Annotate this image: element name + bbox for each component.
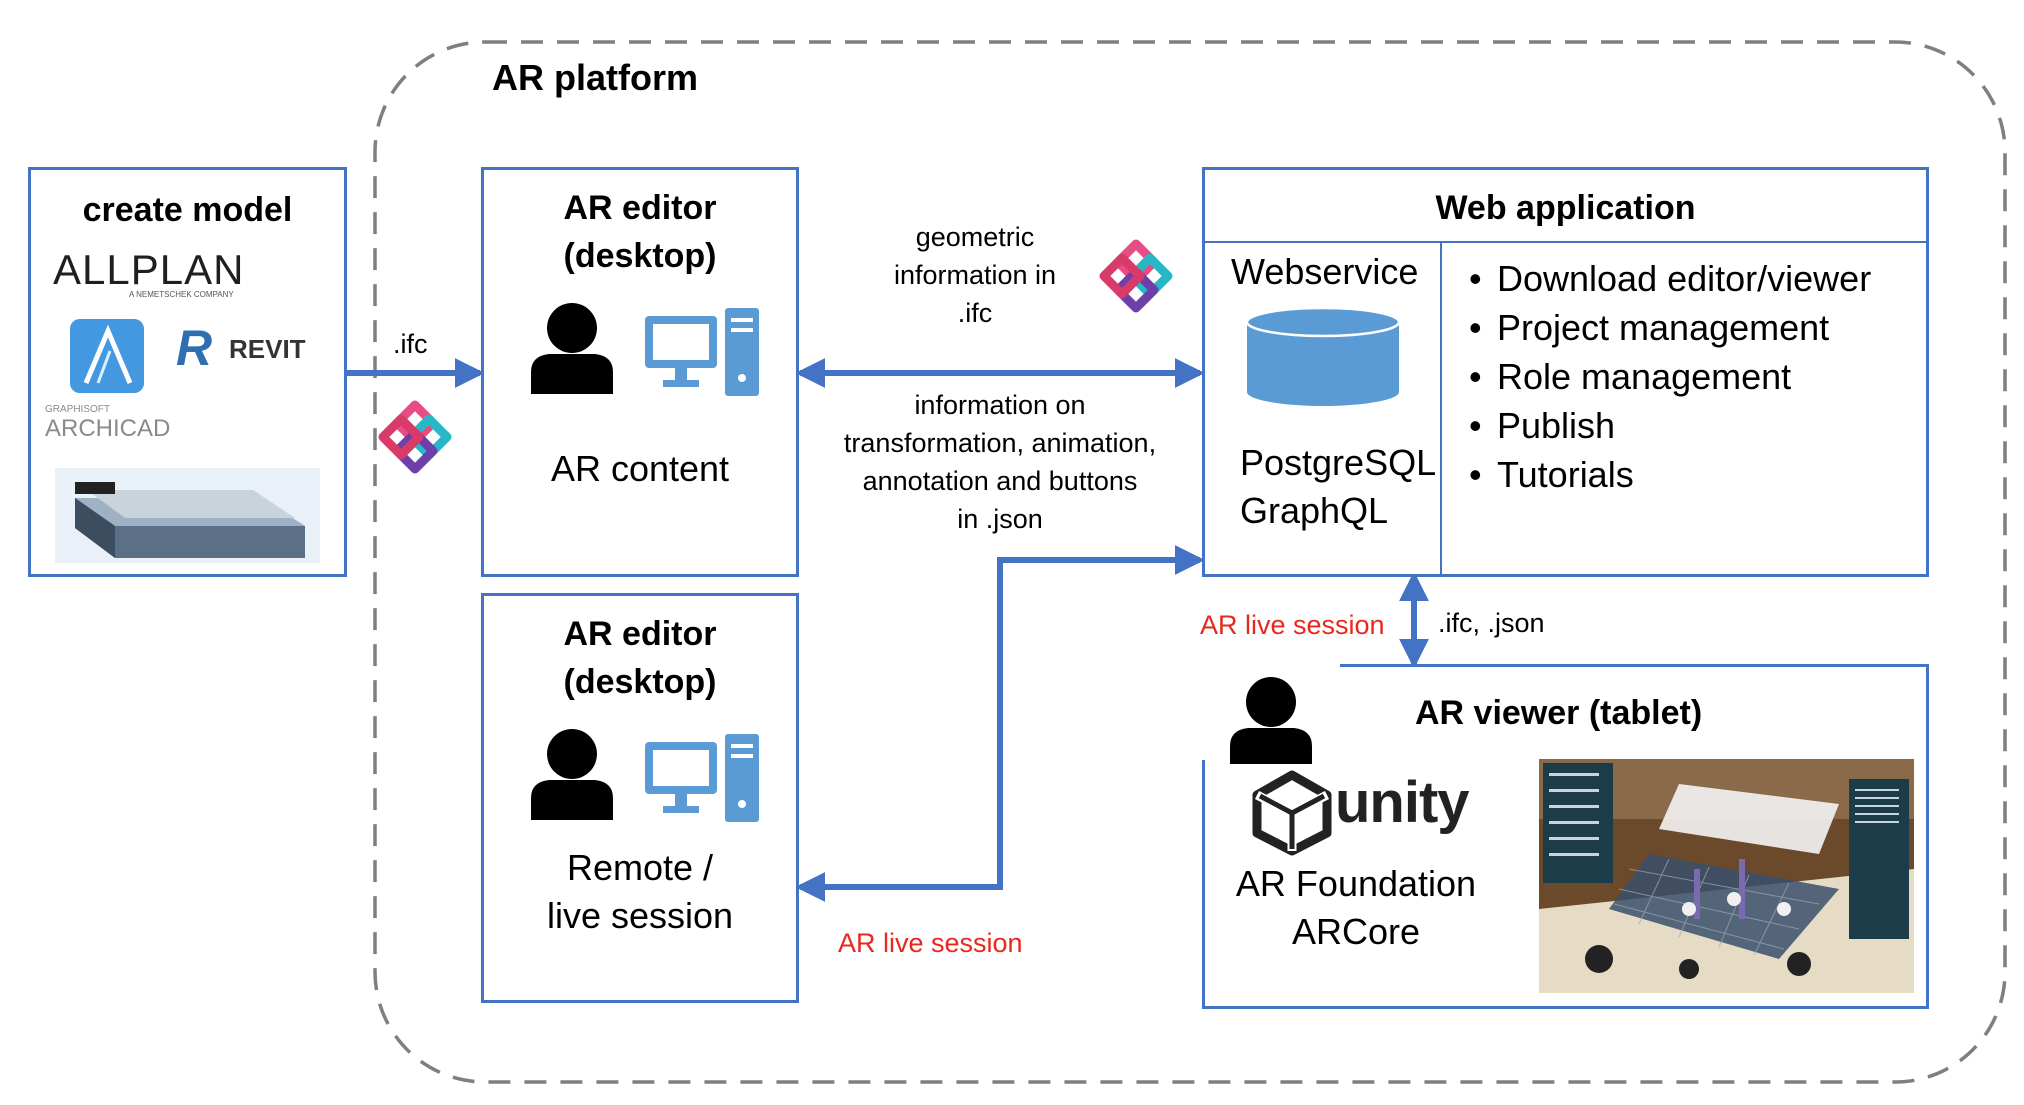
database-icon bbox=[1245, 306, 1401, 406]
revit-logo-text: REVIT bbox=[229, 334, 306, 364]
archicad-icon bbox=[70, 319, 144, 393]
create-model-title: create model bbox=[82, 191, 293, 229]
desktop-computer-icon bbox=[645, 308, 759, 396]
web-app-column-divider bbox=[1440, 241, 1442, 574]
ar-viewer-title: AR viewer (tablet) bbox=[1415, 694, 1703, 732]
user-icon bbox=[531, 303, 613, 394]
revit-icon: R bbox=[176, 320, 213, 376]
ar-editor-bottom-title-2: (desktop) bbox=[563, 663, 717, 701]
ar-platform-title: AR platform bbox=[492, 57, 698, 98]
json-info-line-2: transformation, animation, bbox=[843, 428, 1157, 458]
feature-item: Publish bbox=[1469, 401, 1871, 450]
geometric-info-label: geometric information in .ifc bbox=[860, 218, 1090, 332]
ifc-logo-icon bbox=[378, 400, 452, 474]
web-app-header-divider bbox=[1205, 241, 1926, 243]
feature-item: Project management bbox=[1469, 303, 1871, 352]
ar-editor-bottom-title-1: AR editor bbox=[563, 615, 717, 653]
web-application-box: Web application Webservice PostgreSQL Gr… bbox=[1202, 167, 1929, 577]
desktop-computer-icon bbox=[645, 734, 759, 822]
allplan-logo-text: ALLPLAN bbox=[53, 246, 245, 293]
ifc-json-label: .ifc, .json bbox=[1438, 608, 1545, 638]
feature-item: Tutorials bbox=[1469, 450, 1871, 499]
archicad-logo-sub: GRAPHISOFT bbox=[45, 404, 111, 415]
json-info-line-1: information on bbox=[914, 390, 1086, 420]
live-session-label-right: AR live session bbox=[1200, 610, 1385, 640]
create-model-box: create model ALLPLAN A NEMETSCHEK COMPAN… bbox=[28, 167, 347, 577]
user-icon bbox=[531, 729, 613, 820]
json-info-line-3: annotation and buttons bbox=[862, 466, 1138, 496]
remote-session-label-2: live session bbox=[546, 895, 734, 936]
ar-editor-top-title-1: AR editor bbox=[563, 189, 717, 227]
live-session-arrow bbox=[795, 545, 1205, 902]
json-info-label: information on transformation, animation… bbox=[815, 386, 1185, 538]
unity-logo-icon bbox=[1252, 770, 1332, 856]
unity-logo-text: unity bbox=[1335, 770, 1470, 835]
postgresql-label: PostgreSQL bbox=[1240, 442, 1437, 483]
allplan-logo-sub: A NEMETSCHEK COMPANY bbox=[129, 290, 234, 299]
user-icon bbox=[1230, 677, 1312, 764]
archicad-logo-text: ARCHICAD bbox=[45, 415, 171, 442]
geometric-info-line-3: .ifc bbox=[957, 298, 993, 328]
remote-session-label-1: Remote / bbox=[566, 847, 714, 888]
model-preview-image bbox=[55, 468, 320, 563]
feature-item: Role management bbox=[1469, 352, 1871, 401]
geometric-info-line-2: information in bbox=[893, 260, 1057, 290]
allplan-logo: ALLPLAN A NEMETSCHEK COMPANY bbox=[53, 246, 245, 300]
ar-editor-top-title-2: (desktop) bbox=[563, 237, 717, 275]
ifc-logo-icon bbox=[1099, 239, 1173, 313]
geometric-info-line-1: geometric bbox=[915, 222, 1035, 252]
webservice-label: Webservice bbox=[1231, 251, 1419, 292]
live-session-label-bottom: AR live session bbox=[838, 928, 1023, 958]
feature-list: Download editor/viewer Project managemen… bbox=[1469, 254, 1871, 499]
ar-editor-top-box: AR editor (desktop) AR content bbox=[481, 167, 799, 577]
json-info-line-4: in .json bbox=[957, 504, 1043, 534]
ar-editor-bottom-box: AR editor (desktop) Remote / live sessio… bbox=[481, 593, 799, 1003]
arcore-label: ARCore bbox=[1291, 911, 1421, 952]
ar-viewer-screenshot-image bbox=[1539, 759, 1914, 993]
graphql-label: GraphQL bbox=[1240, 490, 1389, 531]
revit-logo: R REVIT bbox=[176, 318, 306, 378]
ifc-label: .ifc bbox=[393, 329, 428, 359]
archicad-logo: GRAPHISOFT ARCHICAD bbox=[45, 404, 170, 442]
feature-item: Download editor/viewer bbox=[1469, 254, 1871, 303]
web-application-title: Web application bbox=[1435, 189, 1696, 227]
ar-foundation-label: AR Foundation bbox=[1235, 863, 1477, 904]
ar-content-label: AR content bbox=[550, 448, 730, 489]
